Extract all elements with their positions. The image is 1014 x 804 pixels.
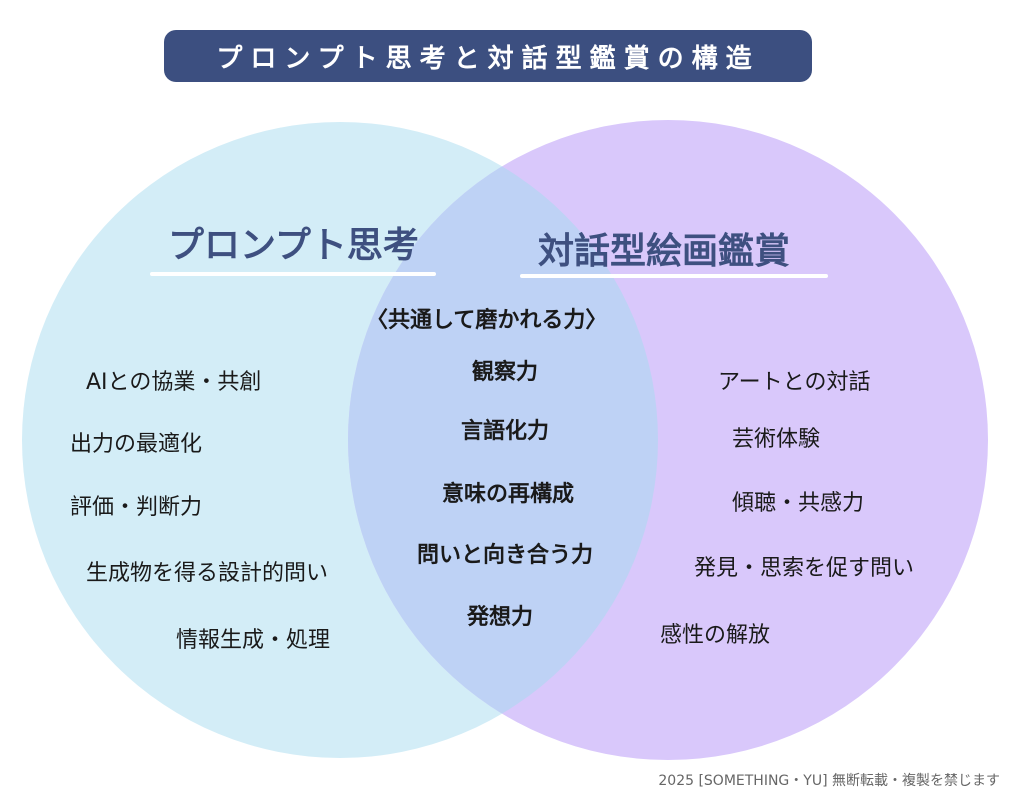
left-set-title: プロンプト思考 <box>168 225 419 266</box>
right-item: アートとの対話 <box>718 370 871 395</box>
overlap-item: 言語化力 <box>460 419 550 444</box>
right-set-title: 対話型絵画鑑賞 <box>538 231 791 272</box>
left-title-underline <box>150 272 436 276</box>
right-item: 発見・思索を促す問い <box>694 556 915 581</box>
right-title-underline <box>520 274 828 278</box>
overlap-heading: 〈共通して磨かれる力〉 <box>366 308 608 333</box>
diagram-title: プロンプト思考と対話型鑑賞の構造 <box>164 30 812 82</box>
right-item: 傾聴・共感力 <box>732 491 865 516</box>
left-item: 出力の最適化 <box>70 432 203 457</box>
overlap-item: 観察力 <box>471 360 539 385</box>
left-item: AIとの協業・共創 <box>86 370 262 395</box>
overlap-item: 問いと向き合う力 <box>416 543 594 568</box>
left-item: 生成物を得る設計的問い <box>86 561 329 586</box>
left-item: 情報生成・処理 <box>176 628 331 653</box>
overlap-item: 意味の再構成 <box>441 482 575 507</box>
right-item: 感性の解放 <box>660 623 771 648</box>
copyright-footer: 2025 [SOMETHING・YU] 無断転載・複製を禁じます <box>658 773 1000 789</box>
overlap-item: 発想力 <box>466 605 534 630</box>
left-item: 評価・判断力 <box>70 495 203 520</box>
overlap-region <box>348 122 658 758</box>
right-item: 芸術体験 <box>732 427 821 452</box>
